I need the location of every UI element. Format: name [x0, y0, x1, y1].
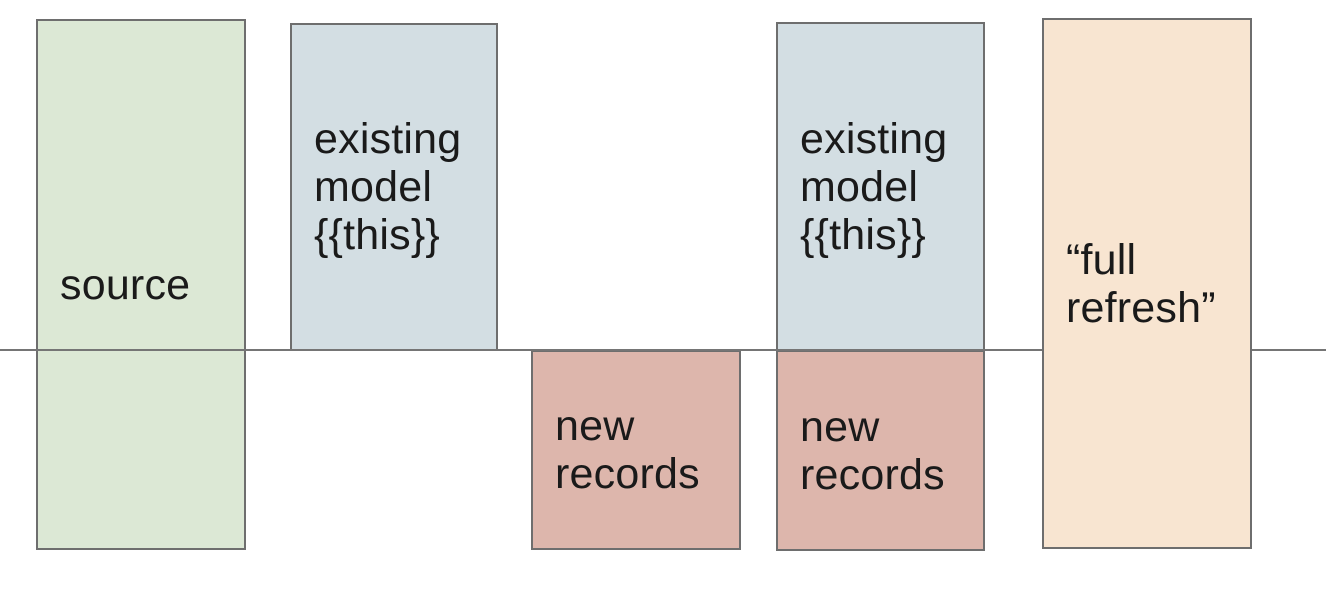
new-records-label-right: new records	[800, 402, 945, 499]
new-records-box-right: new records	[776, 350, 985, 551]
existing-model-label-left: existing model {{this}}	[314, 115, 462, 259]
existing-model-box-right: existing model {{this}}	[776, 22, 985, 351]
full-refresh-label: “full refresh”	[1066, 235, 1216, 332]
source-box: source	[36, 19, 246, 550]
new-records-box-left: new records	[531, 350, 741, 550]
existing-model-box-left: existing model {{this}}	[290, 23, 498, 351]
full-refresh-box: “full refresh”	[1042, 18, 1252, 549]
timeline-line	[0, 349, 1326, 351]
new-records-label-left: new records	[555, 402, 700, 498]
source-label: source	[60, 260, 191, 309]
existing-model-label-right: existing model {{this}}	[800, 114, 948, 259]
